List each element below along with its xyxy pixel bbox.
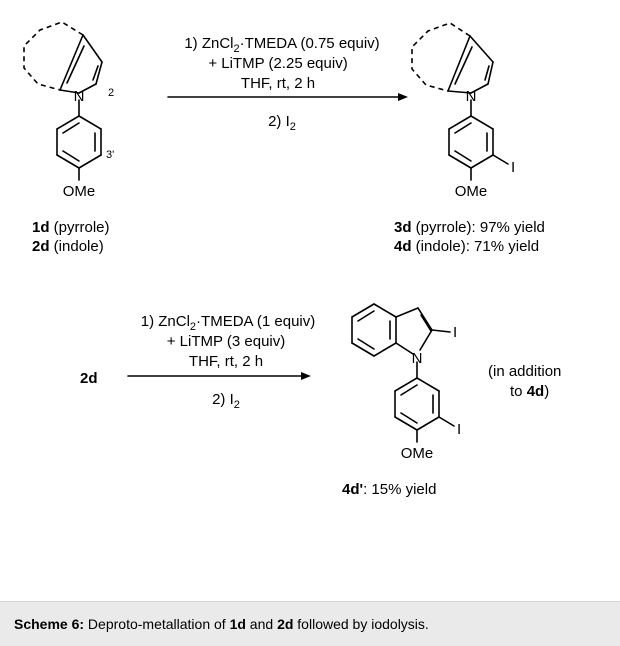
prod-top-nitrogen: N: [466, 88, 477, 105]
svg-text:1) ZnCl2·TMEDA (0.75 equiv): 1) ZnCl2·TMEDA (0.75 equiv): [184, 35, 379, 55]
prod-bottom-nitrogen: N: [412, 350, 423, 367]
starting-material-structure-top: N 2 3' OMe: [23, 21, 114, 200]
sm-label-bottom: 2d: [80, 370, 98, 387]
prod-label-4d: 4d (indole): 71% yield: [394, 238, 539, 255]
sm-top-nitrogen: N: [74, 88, 85, 105]
prod-label-3d: 3d (pyrrole): 97% yield: [394, 219, 545, 236]
note-line-1: (in addition: [488, 363, 561, 380]
conditions-bottom: 1) ZnCl2·TMEDA (1 equiv) + LiTMP (3 equi…: [141, 313, 316, 411]
prod-top-iodine: I: [511, 159, 515, 176]
sm-top-position-3prime: 3': [106, 149, 114, 161]
reaction-arrow-bottom-head: [301, 372, 311, 380]
sm-top-position-2: 2: [108, 87, 114, 99]
caption-id-1d: 1d: [229, 616, 246, 632]
sm-label-2d: 2d (indole): [32, 238, 104, 255]
caption-label: Scheme 6:: [14, 616, 85, 632]
caption-text-b: and: [245, 616, 278, 632]
svg-text:2) I2: 2) I2: [212, 391, 240, 411]
reaction-arrow-top-head: [398, 93, 408, 101]
product-structure-bottom: N I I OMe: [351, 303, 461, 462]
svg-text:1) ZnCl2·TMEDA (1 equiv): 1) ZnCl2·TMEDA (1 equiv): [141, 313, 316, 333]
sm-top-methoxy: OMe: [63, 183, 96, 200]
prod-label-4d-prime: 4d': 15% yield: [342, 481, 436, 498]
note-line-2: to 4d): [510, 383, 549, 400]
scheme-caption: Scheme 6: Deproto-metallation of 1d and …: [0, 601, 620, 646]
svg-text:+ LiTMP (3 equiv): + LiTMP (3 equiv): [167, 333, 286, 350]
prod-bottom-iodine-c3prime: I: [457, 421, 461, 438]
svg-text:2) I2: 2) I2: [268, 113, 296, 133]
product-structure-top: N I OMe: [411, 22, 515, 200]
conditions-top: 1) ZnCl2·TMEDA (0.75 equiv) + LiTMP (2.2…: [184, 35, 379, 133]
caption-text-c: followed by iodolysis.: [293, 616, 429, 632]
svg-text:THF, rt, 2 h: THF, rt, 2 h: [241, 75, 315, 92]
caption-id-2d: 2d: [277, 616, 294, 632]
svg-text:THF, rt, 2 h: THF, rt, 2 h: [189, 353, 263, 370]
reaction-scheme: N 2 3' OMe 1d (pyrrole) 2d (indole) 1) Z…: [23, 21, 562, 498]
prod-bottom-methoxy: OMe: [401, 445, 434, 462]
caption-text-a: Deproto-metallation of: [84, 616, 230, 632]
prod-top-methoxy: OMe: [455, 183, 488, 200]
prod-bottom-iodine-c2: I: [453, 324, 457, 341]
svg-text:+ LiTMP (2.25 equiv): + LiTMP (2.25 equiv): [208, 55, 347, 72]
sm-label-1d: 1d (pyrrole): [32, 219, 110, 236]
